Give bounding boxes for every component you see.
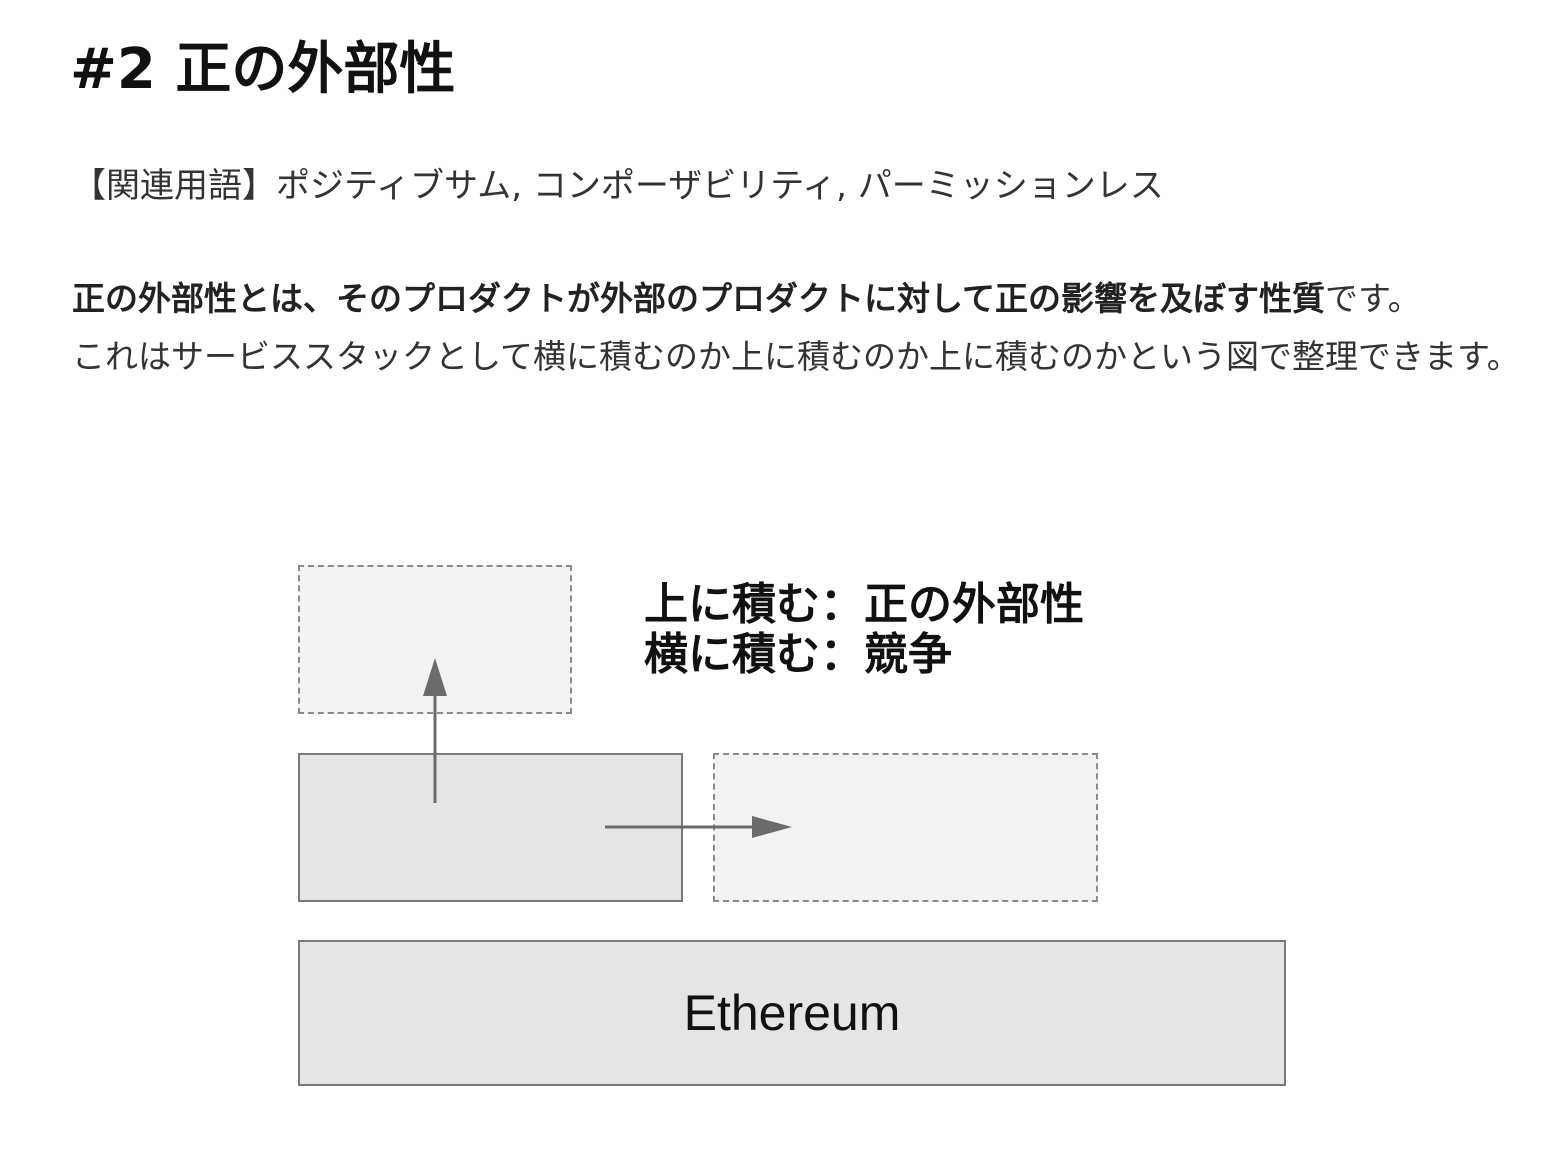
diagram-legend: 上に積む：正の外部性 横に積む：競争 bbox=[644, 580, 1084, 680]
related-terms-list: ポジティブサム, コンポーザビリティ, パーミッションレス bbox=[276, 166, 1164, 206]
page-title: #2 正の外部性 bbox=[70, 37, 456, 102]
definition-bold-text: 正の外部性とは、そのプロダクトが外部のプロダクトに対して正の影響を及ぼす性質 bbox=[72, 279, 1326, 318]
definition-line-2: これはサービススタックとして横に積むのか上に積むのか上に積むのかという図で整理で… bbox=[72, 337, 1520, 376]
stack-sideways-box bbox=[713, 753, 1098, 902]
definition-paragraph: 正の外部性とは、そのプロダクトが外部のプロダクトに対して正の影響を及ぼす性質です… bbox=[72, 270, 1520, 386]
product-box bbox=[298, 753, 683, 902]
ethereum-base-box bbox=[298, 940, 1286, 1086]
related-terms-prefix: 【関連用語】 bbox=[72, 166, 276, 206]
definition-rest-text: です。 bbox=[1325, 279, 1421, 318]
legend-stack-side: 横に積む：競争 bbox=[644, 629, 952, 680]
definition-line-1: 正の外部性とは、そのプロダクトが外部のプロダクトに対して正の影響を及ぼす性質です… bbox=[72, 270, 1520, 328]
related-terms: 【関連用語】ポジティブサム, コンポーザビリティ, パーミッションレス bbox=[72, 164, 1164, 208]
legend-stack-up: 上に積む：正の外部性 bbox=[644, 579, 1084, 630]
ethereum-label: Ethereum bbox=[683, 985, 901, 1041]
stack-on-top-box bbox=[298, 565, 572, 714]
